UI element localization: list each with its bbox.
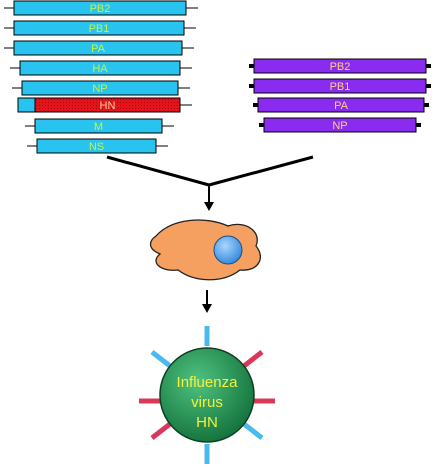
plasmid-segment <box>253 58 427 74</box>
plasmid-cap-right <box>426 64 431 68</box>
virion-label-line1: Influenza <box>177 374 239 391</box>
virion-body <box>159 347 255 443</box>
plasmid-segment <box>263 117 417 133</box>
plasmid-label: PB2 <box>330 61 351 73</box>
plasmid-label: PA <box>334 100 349 112</box>
plasmid-segment <box>21 80 179 96</box>
left-plasmid-ns: NS <box>27 138 168 154</box>
plasmid-segment <box>13 40 183 56</box>
plasmid-label: HN <box>100 100 116 112</box>
right-plasmid-np: NP <box>259 117 421 133</box>
plasmid-label: M <box>94 121 103 133</box>
left-plasmid-pa: PA <box>4 40 194 56</box>
plasmid-label: PB2 <box>90 3 111 15</box>
plasmid-cap-right <box>416 123 421 127</box>
spikes <box>139 326 275 464</box>
host-cell <box>149 219 261 281</box>
spike-upper-left-blue <box>150 350 172 368</box>
spike-lower-right-blue <box>242 422 264 440</box>
cell-nucleus <box>213 235 243 265</box>
plasmid-segment <box>34 118 163 134</box>
cell-body <box>149 219 261 281</box>
plasmid-segment <box>34 97 181 113</box>
plasmid-label: NP <box>92 83 107 95</box>
plasmid-label: HA <box>92 63 108 75</box>
plasmid-cap-left <box>249 64 254 68</box>
virion-label-line2: virus <box>191 394 223 411</box>
plasmid-cap-left <box>249 84 254 88</box>
plasmid-segment <box>257 97 425 113</box>
influenza-virion: Influenza virus HN <box>139 326 275 464</box>
plasmid-segment <box>36 138 157 154</box>
left-plasmid-hn: HN <box>17 97 192 113</box>
plasmid-segment <box>253 78 427 94</box>
virion-label-line3: HN <box>196 414 218 431</box>
left-plasmid-m: M <box>25 118 174 134</box>
left-plasmid-pb1: PB1 <box>4 20 196 36</box>
plasmid-label: PB1 <box>330 81 351 93</box>
left-plasmid-np: NP <box>12 80 190 96</box>
plasmid-segment <box>13 0 187 16</box>
plasmid-label: NP <box>332 120 347 132</box>
converging-arrow <box>106 155 314 211</box>
plasmid-cap <box>17 97 36 113</box>
left-plasmid-ha: HA <box>10 60 192 76</box>
right-plasmid-pb2: PB2 <box>249 58 431 74</box>
spike-lower-left-red <box>150 422 172 440</box>
plasmid-cap-right <box>424 103 429 107</box>
plasmid-segment <box>19 60 181 76</box>
plasmid-label: PA <box>91 43 106 55</box>
down-arrow <box>202 290 212 313</box>
spike-upper-right-red <box>242 350 264 368</box>
plasmid-label: PB1 <box>89 23 110 35</box>
right-plasmid-pb1: PB1 <box>249 78 431 94</box>
plasmid-segment <box>13 20 185 36</box>
plasmid-cap-left <box>259 123 264 127</box>
right-plasmid-pa: PA <box>253 97 429 113</box>
plasmid-cap-left <box>253 103 258 107</box>
plasmid-cap-right <box>426 84 431 88</box>
left-plasmid-pb2: PB2 <box>4 0 198 16</box>
plasmid-label: NS <box>89 141 104 153</box>
